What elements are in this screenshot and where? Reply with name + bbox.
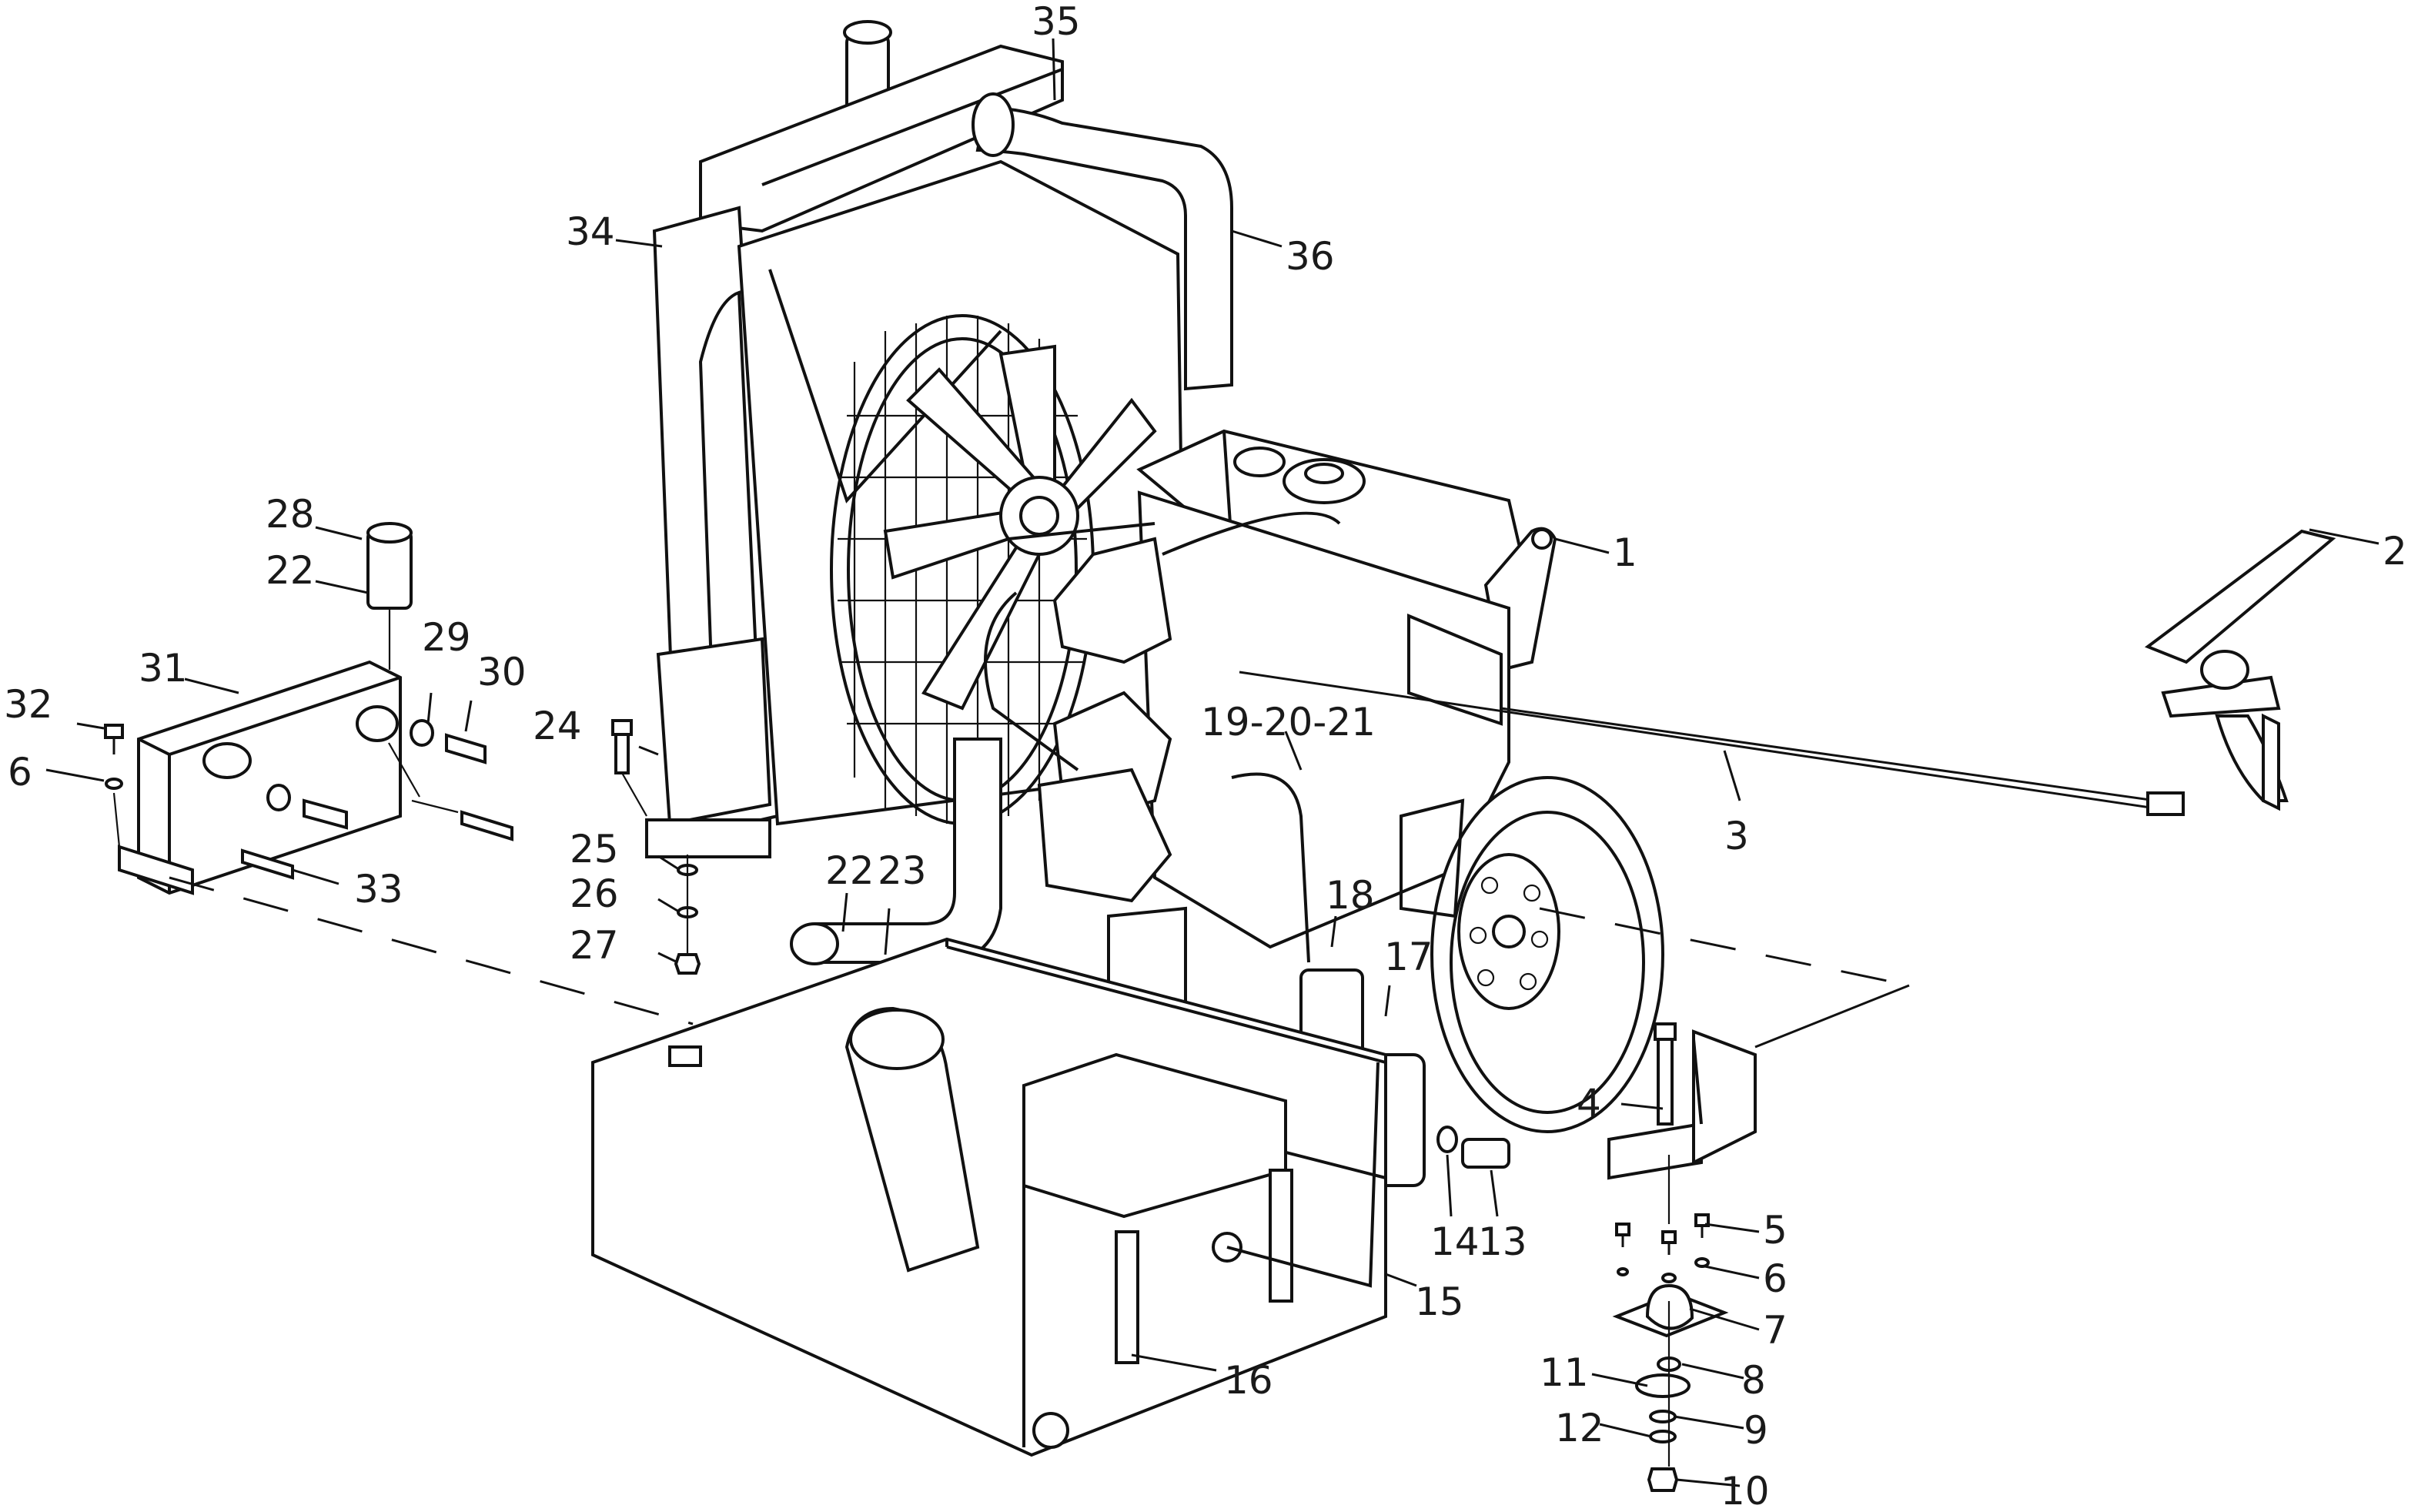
radiator-fasteners xyxy=(611,719,701,975)
label-8: 8 xyxy=(1741,1358,1766,1403)
label-7: 7 xyxy=(1763,1308,1788,1353)
label-10: 10 xyxy=(1721,1469,1770,1512)
throttle-cable xyxy=(1239,671,2185,816)
upper-hose xyxy=(975,105,1233,391)
leader-lines xyxy=(45,38,2380,1487)
label-13: 13 xyxy=(1478,1219,1527,1264)
label-15: 15 xyxy=(1415,1280,1464,1324)
label-29: 29 xyxy=(422,615,471,660)
label-36: 36 xyxy=(1286,234,1335,279)
engine-mount xyxy=(1607,1022,1757,1492)
label-6: 6 xyxy=(8,750,32,794)
label-31: 31 xyxy=(139,646,188,691)
label-25: 25 xyxy=(570,827,619,871)
label-4: 4 xyxy=(1577,1081,1601,1126)
label-18: 18 xyxy=(1326,873,1375,918)
label-11: 11 xyxy=(1540,1350,1589,1395)
label-24: 24 xyxy=(533,704,582,748)
label-23: 23 xyxy=(878,848,927,893)
label-9: 9 xyxy=(1744,1408,1768,1453)
label-32: 32 xyxy=(4,682,53,727)
label-1: 1 xyxy=(1613,530,1637,575)
engine-block xyxy=(984,429,1664,1187)
radiator-assembly xyxy=(645,20,1188,858)
callout-labels: 1 2 3 4 5 6 6 7 8 9 10 11 12 13 14 15 16… xyxy=(4,0,2407,1512)
label-16: 16 xyxy=(1224,1358,1273,1403)
label-19-20-21: 19-20-21 xyxy=(1201,700,1376,744)
throttle-pedal xyxy=(2144,529,2336,811)
label-3: 3 xyxy=(1724,814,1749,858)
label-35: 35 xyxy=(1032,0,1081,44)
label-2: 2 xyxy=(2383,529,2407,574)
label-33: 33 xyxy=(354,867,403,912)
label-27: 27 xyxy=(570,923,619,968)
assembly-lines xyxy=(112,608,1910,1467)
label-17: 17 xyxy=(1384,935,1433,979)
label-22: 22 xyxy=(266,548,315,593)
label-22: 22 xyxy=(825,848,875,893)
fuel-tank-base xyxy=(591,937,1387,1457)
label-34: 34 xyxy=(566,209,615,254)
label-14: 14 xyxy=(1430,1219,1480,1264)
label-12: 12 xyxy=(1555,1406,1604,1450)
hydraulic-tank xyxy=(104,522,513,895)
label-26: 26 xyxy=(570,871,619,916)
label-30: 30 xyxy=(477,650,527,694)
label-5: 5 xyxy=(1763,1208,1788,1253)
label-6: 6 xyxy=(1763,1256,1788,1301)
label-28: 28 xyxy=(266,492,315,537)
